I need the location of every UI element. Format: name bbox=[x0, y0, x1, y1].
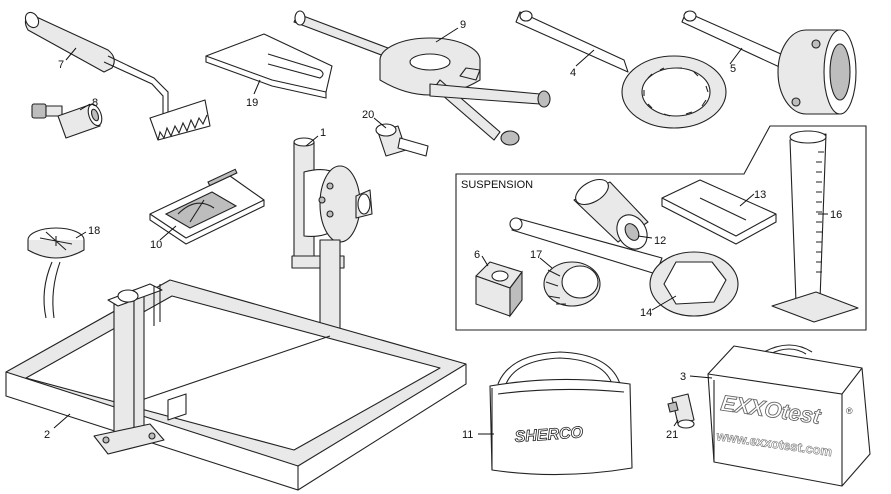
part-17-collar bbox=[543, 261, 601, 307]
callout-leaders bbox=[53, 27, 828, 435]
callout-3: 3 bbox=[680, 371, 686, 383]
callout-16: 16 bbox=[830, 209, 842, 221]
part-12-sleeve bbox=[573, 178, 649, 250]
callout-9: 9 bbox=[460, 19, 466, 31]
part-7-handle-tool bbox=[24, 11, 211, 141]
callout-5: 5 bbox=[730, 63, 736, 75]
callout-21: 21 bbox=[666, 429, 678, 441]
part-20-bolt bbox=[375, 123, 429, 157]
part-2-tray-stand bbox=[5, 279, 467, 491]
callout-1: 1 bbox=[320, 127, 326, 139]
part-3-case bbox=[707, 344, 871, 487]
part-10-manual bbox=[149, 168, 265, 245]
bag-brand-label: SHERCO bbox=[514, 424, 584, 446]
part-19-plate bbox=[205, 33, 333, 99]
callout-17: 17 bbox=[530, 249, 542, 261]
part-13-plate bbox=[661, 179, 777, 245]
part-18-gauge bbox=[27, 227, 85, 319]
part-8-adapter bbox=[31, 103, 103, 139]
callout-11: 11 bbox=[462, 429, 473, 441]
callout-2: 2 bbox=[44, 429, 50, 441]
callout-13: 13 bbox=[754, 189, 766, 201]
callout-19: 19 bbox=[246, 97, 258, 109]
part-5-sleeve-tool bbox=[681, 10, 857, 115]
part-4-wrench bbox=[515, 10, 727, 129]
part-1-dial-holder bbox=[291, 137, 373, 341]
suspension-section-label: SUSPENSION bbox=[461, 179, 533, 191]
callout-8: 8 bbox=[92, 97, 98, 109]
part-14-spanner bbox=[509, 217, 739, 317]
part-9-puller bbox=[293, 10, 551, 146]
suspension-box bbox=[455, 125, 867, 331]
part-11-bag bbox=[489, 351, 633, 476]
callout-10: 10 bbox=[150, 239, 162, 251]
callout-numbers: 7 8 9 4 5 19 20 1 18 10 2 13 16 12 6 17 … bbox=[44, 19, 842, 441]
callout-7: 7 bbox=[58, 59, 64, 71]
part-6-block bbox=[475, 261, 523, 318]
callout-12: 12 bbox=[654, 235, 666, 247]
callout-18: 18 bbox=[88, 225, 100, 237]
callout-4: 4 bbox=[570, 67, 576, 79]
case-trademark-mark: ® bbox=[846, 406, 853, 416]
callout-14: 14 bbox=[640, 307, 652, 319]
callout-6: 6 bbox=[474, 249, 480, 261]
part-16-cylinder bbox=[771, 130, 859, 323]
callout-20: 20 bbox=[362, 109, 374, 121]
part-21-valve bbox=[667, 393, 695, 429]
